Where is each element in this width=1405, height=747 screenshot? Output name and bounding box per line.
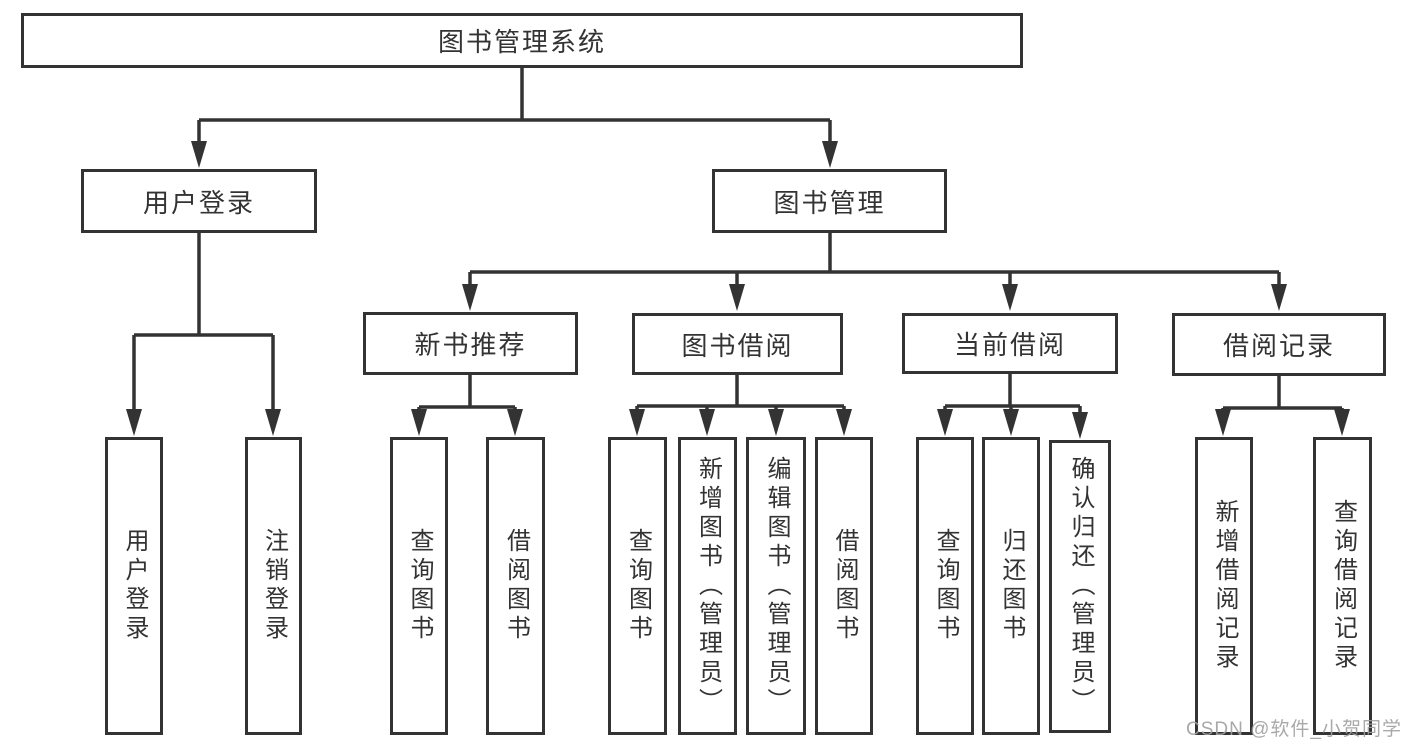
- arrowhead-icons: [126, 141, 1350, 439]
- leaf-edit-books-admin: 编辑图书（管理员）: [746, 437, 806, 735]
- csdn-watermark: CSDN @软件_小贺同学: [1186, 719, 1402, 740]
- node-user-login: 用户登录: [81, 169, 317, 233]
- leaf-return-books: 归还图书: [982, 437, 1040, 735]
- leaf-add-borrow-record: 新增借阅记录: [1195, 437, 1253, 735]
- leaf-borrow-books-borrowing: 借阅图书: [815, 437, 873, 735]
- node-book-borrowing: 图书借阅: [632, 313, 843, 375]
- node-library-management-system: 图书管理系统: [21, 13, 1023, 68]
- leaf-logout-login: 注销登录: [245, 437, 302, 735]
- leaf-query-books-current: 查询图书: [916, 437, 974, 735]
- node-book-management: 图书管理: [712, 169, 947, 233]
- leaf-query-books-recommend: 查询图书: [390, 437, 448, 735]
- node-current-borrowing: 当前借阅: [902, 313, 1118, 374]
- leaf-confirm-return-admin: 确认归还（管理员）: [1049, 440, 1111, 733]
- leaf-query-borrow-record: 查询借阅记录: [1313, 437, 1372, 735]
- leaf-query-books-borrowing: 查询图书: [608, 437, 667, 735]
- node-borrowing-records: 借阅记录: [1172, 313, 1386, 376]
- tree-edges: [132, 68, 1344, 414]
- leaf-borrow-books-recommend: 借阅图书: [486, 437, 545, 735]
- node-new-book-recommend: 新书推荐: [363, 312, 578, 375]
- leaf-user-login: 用户登录: [105, 437, 163, 735]
- leaf-add-books-admin: 新增图书（管理员）: [678, 437, 737, 735]
